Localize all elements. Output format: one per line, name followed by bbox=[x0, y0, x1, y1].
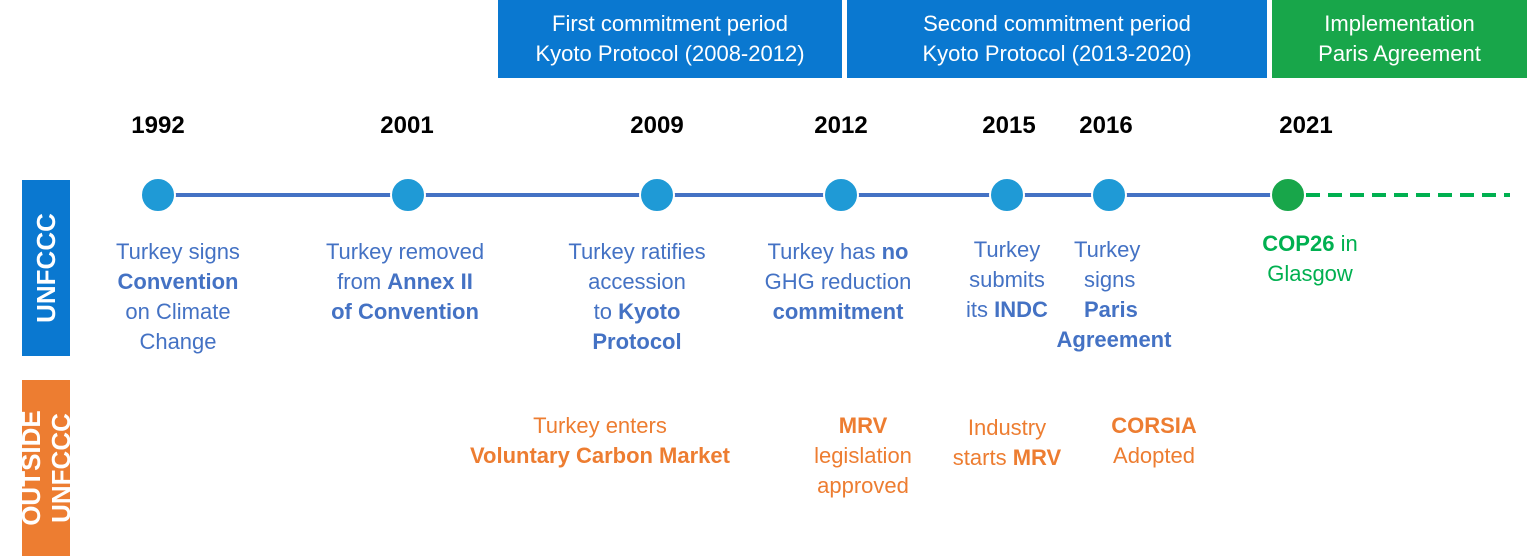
year-2021: 2021 bbox=[1279, 112, 1333, 139]
event-2015-line3b: INDC bbox=[994, 297, 1048, 322]
year-2001: 2001 bbox=[380, 112, 434, 139]
event-2009-outside: Turkey enters Voluntary Carbon Market bbox=[440, 411, 760, 471]
event-2016-line4: Agreement bbox=[1056, 327, 1172, 352]
event-2009-line4: Protocol bbox=[592, 329, 682, 354]
event-2015-outside: Industry starts MRV bbox=[937, 413, 1077, 473]
node-2016 bbox=[1091, 177, 1127, 213]
event-1992-line1: Turkey signs bbox=[116, 239, 240, 264]
event-2016-line1: Turkey bbox=[1074, 237, 1141, 262]
event-1992-unfccc: Turkey signs Convention on Climate Chang… bbox=[88, 237, 268, 357]
event-2016-line2: signs bbox=[1084, 267, 1136, 292]
event-2009-outside-line1: Turkey enters bbox=[533, 413, 667, 438]
period-implementation-line1: Implementation bbox=[1324, 11, 1475, 36]
unfccc-side-label: UNFCCC bbox=[22, 180, 70, 356]
event-2016-unfccc: Turkey signs Paris Agreement bbox=[1042, 235, 1186, 355]
year-1992: 1992 bbox=[131, 112, 185, 139]
period-first-line1: First commitment period bbox=[552, 11, 788, 36]
node-2021 bbox=[1270, 177, 1306, 213]
outside-unfccc-side-label: OUTSIDE UNFCCC bbox=[16, 380, 76, 556]
year-2016: 2016 bbox=[1079, 112, 1133, 139]
event-2015-outside-line2a: starts bbox=[952, 445, 1013, 470]
year-2009: 2009 bbox=[630, 112, 684, 139]
event-2016-line3: Paris bbox=[1084, 297, 1138, 322]
event-2015-line1: Turkey bbox=[973, 237, 1041, 262]
event-2015-line3a: its bbox=[966, 297, 995, 322]
event-2012-outside: MRV legislation approved bbox=[803, 411, 923, 501]
event-2021-line1a: COP26 bbox=[1262, 231, 1335, 256]
period-implementation-line2: Paris Agreement bbox=[1318, 41, 1481, 66]
period-implementation: Implementation Paris Agreement bbox=[1272, 0, 1527, 78]
event-2021-line2: Glasgow bbox=[1267, 261, 1353, 286]
event-2012-unfccc: Turkey has no GHG reduction commitment bbox=[748, 237, 928, 327]
event-2001-line2a: from bbox=[337, 269, 388, 294]
event-2012-line3: commitment bbox=[772, 299, 904, 324]
event-2001-line3: of Convention bbox=[331, 299, 479, 324]
event-2009-outside-line2: Voluntary Carbon Market bbox=[470, 443, 730, 468]
event-2009-line1: Turkey ratifies bbox=[568, 239, 706, 264]
event-2012-outside-line3: approved bbox=[817, 473, 909, 498]
event-1992-line2: Convention bbox=[117, 269, 239, 294]
year-2015: 2015 bbox=[982, 112, 1036, 139]
event-2012-line1b: no bbox=[881, 239, 909, 264]
event-2009-line3a: to bbox=[593, 299, 619, 324]
outside-unfccc-side-label-text: OUTSIDE UNFCCC bbox=[16, 410, 76, 526]
event-2016-outside: CORSIA Adopted bbox=[1094, 411, 1214, 471]
unfccc-side-label-text: UNFCCC bbox=[31, 213, 62, 323]
event-2012-outside-line1: MRV bbox=[838, 413, 888, 438]
event-2001-line1: Turkey removed bbox=[325, 239, 485, 264]
event-2015-unfccc: Turkey submits its INDC bbox=[947, 235, 1067, 325]
event-1992-line3: on Climate bbox=[125, 299, 231, 324]
event-2015-outside-line2b: MRV bbox=[1012, 445, 1062, 470]
period-first-line2: Kyoto Protocol (2008-2012) bbox=[535, 41, 805, 66]
event-2021-line1b: in bbox=[1334, 231, 1358, 256]
outside-label-line1: OUTSIDE bbox=[16, 410, 47, 526]
event-2016-outside-line1: CORSIA bbox=[1111, 413, 1197, 438]
event-1992-line4: Change bbox=[139, 329, 217, 354]
event-2001-unfccc: Turkey removed from Annex II of Conventi… bbox=[305, 237, 505, 327]
outside-label-line2: UNFCCC bbox=[46, 413, 77, 523]
event-2001-line2b: Annex II bbox=[387, 269, 473, 294]
period-second-line1: Second commitment period bbox=[923, 11, 1191, 36]
event-2015-outside-line1: Industry bbox=[967, 415, 1047, 440]
node-2015 bbox=[989, 177, 1025, 213]
event-2012-line2: GHG reduction bbox=[764, 269, 912, 294]
node-1992 bbox=[140, 177, 176, 213]
node-2001 bbox=[390, 177, 426, 213]
period-first-commitment: First commitment period Kyoto Protocol (… bbox=[498, 0, 842, 78]
year-2012: 2012 bbox=[814, 112, 868, 139]
node-2012 bbox=[823, 177, 859, 213]
event-2016-outside-line2: Adopted bbox=[1113, 443, 1195, 468]
node-2009 bbox=[639, 177, 675, 213]
event-2009-line3b: Kyoto bbox=[618, 299, 681, 324]
event-2021-unfccc: COP26 in Glasgow bbox=[1250, 229, 1370, 289]
event-2015-line2: submits bbox=[969, 267, 1045, 292]
event-2012-outside-line2: legislation bbox=[814, 443, 912, 468]
event-2012-line1a: Turkey has bbox=[767, 239, 882, 264]
event-2009-unfccc: Turkey ratifies accession to Kyoto Proto… bbox=[547, 237, 727, 357]
event-2009-line2: accession bbox=[588, 269, 686, 294]
period-second-commitment: Second commitment period Kyoto Protocol … bbox=[847, 0, 1267, 78]
period-second-line2: Kyoto Protocol (2013-2020) bbox=[922, 41, 1192, 66]
